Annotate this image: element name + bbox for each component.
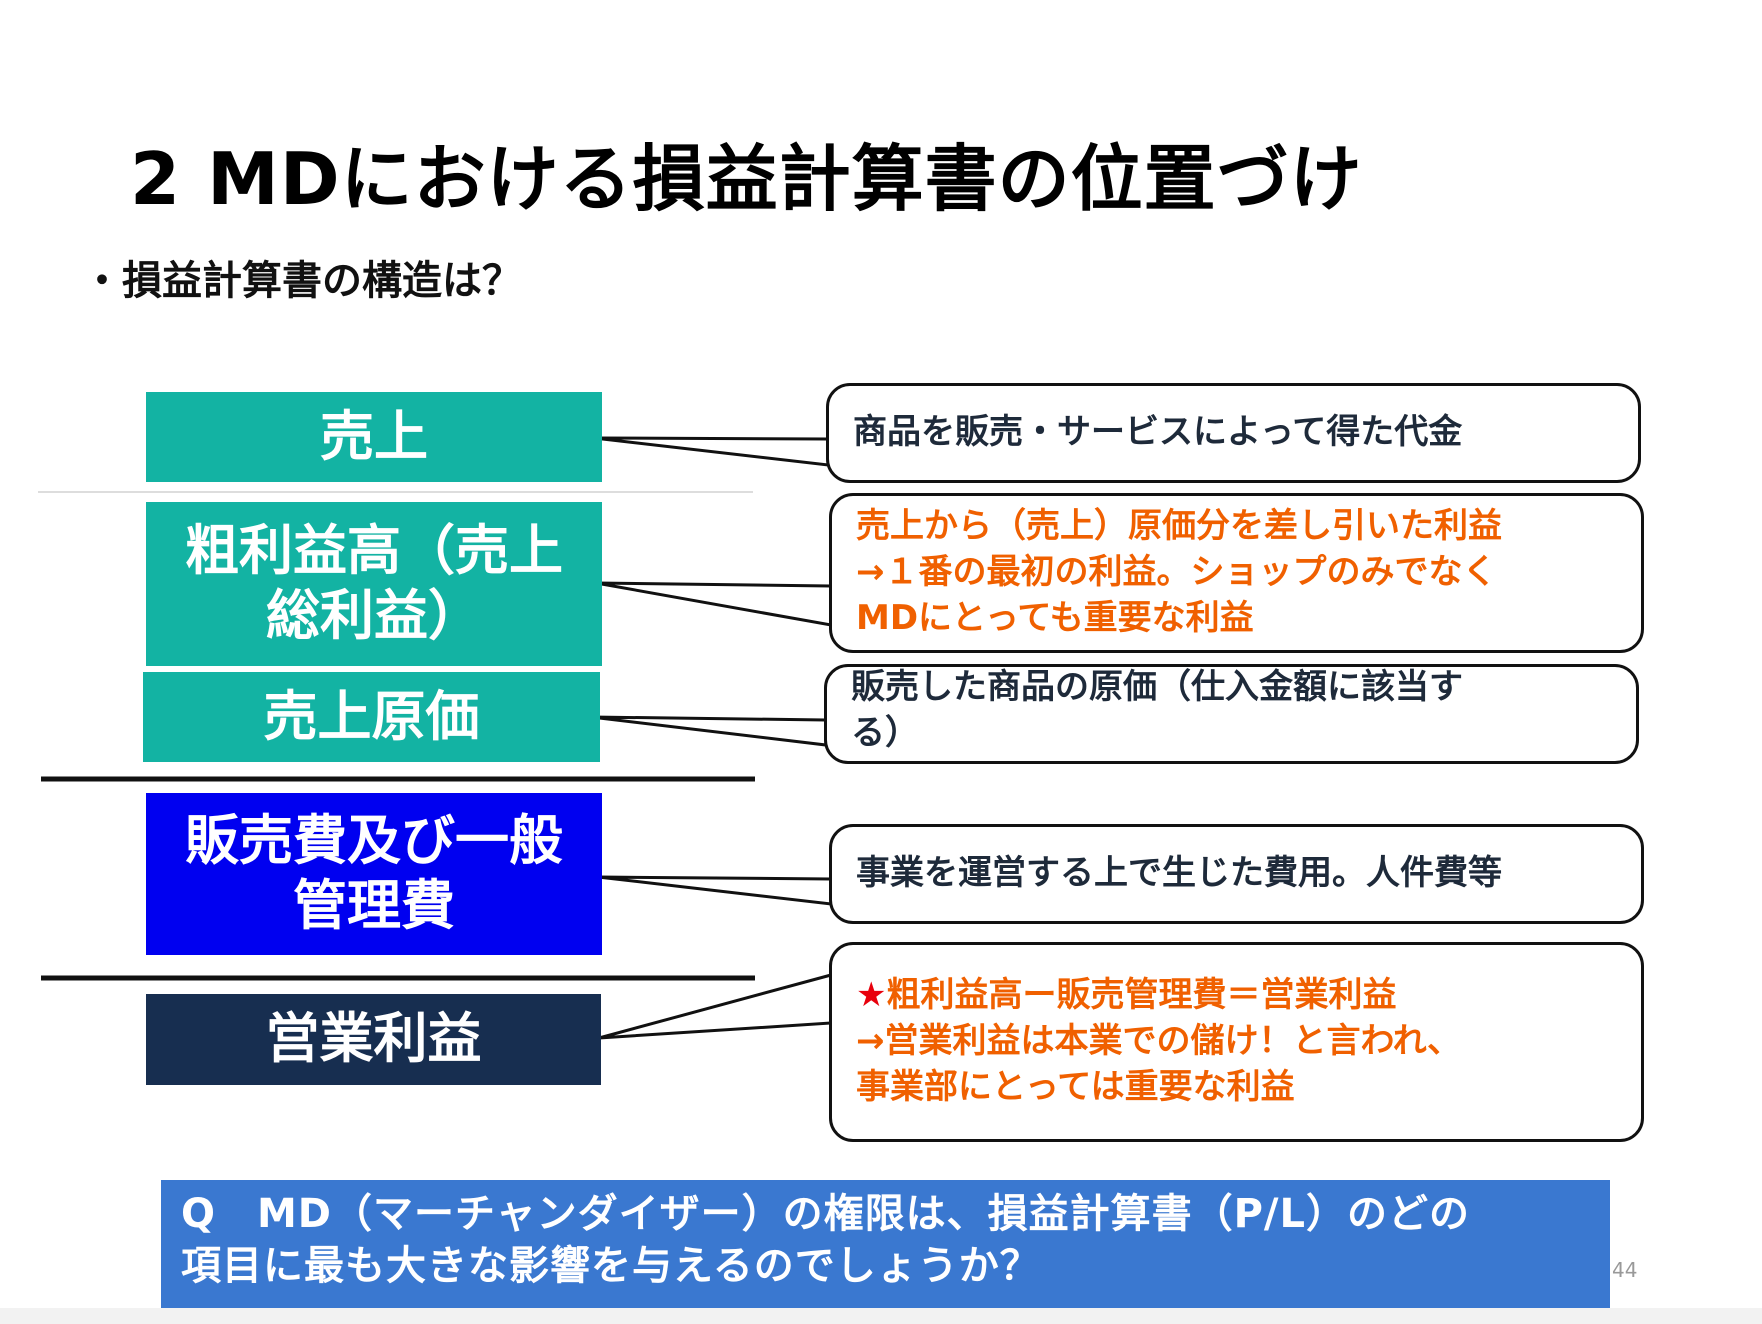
question-line-2: 項目に最も大きな影響を与えるのでしょうか？ xyxy=(181,1243,1041,1289)
callout-tail-1 xyxy=(593,436,830,467)
slide-subtitle: ・損益計算書の構造は？ xyxy=(82,258,522,304)
callout-gross-profit: 売上から（売上）原価分を差し引いた利益 →１番の最初の利益。ショップのみでなく … xyxy=(829,493,1644,653)
callout-operating-profit: ★粗利益高ー販売管理費＝営業利益 →営業利益は本業での儲け！と言われ、 事業部に… xyxy=(829,942,1644,1142)
callout-gross-profit-line-1: 売上から（売上）原価分を差し引いた利益 xyxy=(856,506,1502,547)
callout-sales-text: 商品を販売・サービスによって得た代金 xyxy=(853,412,1463,453)
item-gross-profit-label-1: 粗利益高（売上 xyxy=(185,519,563,583)
callout-cost-line-1: 販売した商品の原価（仕入金額に該当す xyxy=(851,667,1463,708)
star-icon: ★ xyxy=(856,975,887,1016)
page-number: 44 xyxy=(1612,1258,1638,1282)
callout-sga-expenses: 事業を運営する上で生じた費用。人件費等 xyxy=(829,824,1644,924)
item-sga-expenses: 販売費及び一般 管理費 xyxy=(146,793,602,955)
callout-tail-4 xyxy=(597,875,833,906)
callout-sga-text: 事業を運営する上で生じた費用。人件費等 xyxy=(856,853,1502,894)
callout-tail-5 xyxy=(598,973,833,1040)
item-cost-of-sales-label: 売上原価 xyxy=(263,684,480,748)
callout-gross-profit-line-3: MDにとっても重要な利益 xyxy=(856,597,1254,638)
item-operating-profit: 営業利益 xyxy=(146,994,601,1085)
bottom-strip xyxy=(0,1308,1762,1324)
callout-cost-of-sales: 販売した商品の原価（仕入金額に該当す る） xyxy=(824,664,1639,764)
item-sales: 売上 xyxy=(146,392,602,482)
question-line-1: Q MD（マーチャンダイザー）の権限は、損益計算書（P/L）のどの xyxy=(181,1191,1471,1237)
question-box: Q MD（マーチャンダイザー）の権限は、損益計算書（P/L）のどの 項目に最も大… xyxy=(161,1180,1610,1308)
callout-op-line-1-text: 粗利益高ー販売管理費＝営業利益 xyxy=(886,975,1397,1016)
slide-title: 2 MDにおける損益計算書の位置づけ xyxy=(130,137,1363,221)
callout-sales: 商品を販売・サービスによって得た代金 xyxy=(826,383,1641,483)
callout-tail-2 xyxy=(595,581,833,627)
callout-op-line-3: 事業部にとっては重要な利益 xyxy=(856,1066,1295,1107)
callout-op-line-1: ★粗利益高ー販売管理費＝営業利益 xyxy=(856,973,1617,1019)
item-gross-profit-label-2: 総利益） xyxy=(266,584,482,647)
item-sga-label-2: 管理費 xyxy=(293,874,455,937)
item-sga-label-1: 販売費及び一般 xyxy=(185,809,563,873)
callout-gross-profit-line-2: →１番の最初の利益。ショップのみでなく xyxy=(856,552,1497,593)
callout-op-line-2: →営業利益は本業での儲け！と言われ、 xyxy=(856,1021,1462,1062)
item-cost-of-sales: 売上原価 xyxy=(143,672,600,762)
callout-cost-line-2: る） xyxy=(851,713,919,753)
callout-tail-3 xyxy=(590,715,828,747)
item-gross-profit: 粗利益高（売上 総利益） xyxy=(146,502,602,666)
item-operating-profit-label: 営業利益 xyxy=(265,1007,482,1071)
item-sales-label: 売上 xyxy=(320,404,428,468)
